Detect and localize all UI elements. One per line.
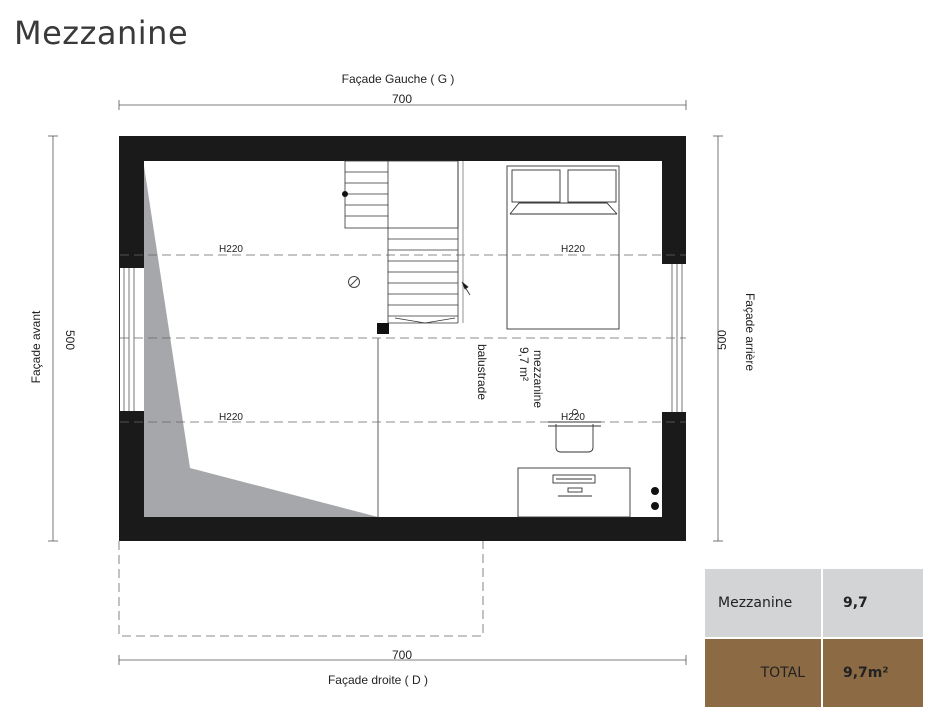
summary-total-value: 9,7m² bbox=[823, 639, 923, 707]
facade-bottom-label: Façade droite ( D ) bbox=[328, 673, 428, 687]
height-label: H220 bbox=[561, 244, 585, 255]
window-left bbox=[120, 268, 144, 411]
void-area bbox=[144, 166, 378, 517]
balustrade-label: balustrade bbox=[475, 344, 489, 400]
dimension-bottom bbox=[118, 655, 687, 665]
terrace-outline bbox=[118, 541, 484, 637]
desk-icon bbox=[517, 467, 631, 518]
dimension-right-label: 500 bbox=[715, 330, 729, 350]
dimension-bottom-label: 700 bbox=[392, 648, 412, 662]
bed-icon bbox=[506, 165, 620, 330]
summary-total-label: TOTAL bbox=[705, 639, 821, 707]
summary-room-value: 9,7 bbox=[823, 569, 923, 637]
area-summary-table: Mezzanine 9,7 TOTAL 9,7m² bbox=[705, 569, 923, 707]
dimension-right bbox=[713, 135, 723, 542]
dimension-left-label: 500 bbox=[63, 330, 77, 350]
room-name-label: mezzanine bbox=[531, 350, 545, 408]
facade-right-label: Façade arrière bbox=[743, 293, 757, 371]
stair-start-dot bbox=[342, 191, 348, 197]
summary-row-total: TOTAL 9,7m² bbox=[705, 639, 923, 707]
summary-room-label: Mezzanine bbox=[705, 569, 821, 637]
page-title: Mezzanine bbox=[14, 14, 189, 52]
outlet-dot-bottom bbox=[651, 502, 659, 510]
outlet-dot-top bbox=[651, 487, 659, 495]
dimension-top-label: 700 bbox=[392, 92, 412, 106]
height-label: H220 bbox=[561, 412, 585, 423]
summary-row-mezzanine: Mezzanine 9,7 bbox=[705, 569, 923, 637]
railing-post bbox=[377, 323, 389, 334]
pot-icon bbox=[548, 409, 601, 453]
no-access-icon bbox=[348, 276, 360, 288]
height-label: H220 bbox=[219, 244, 243, 255]
facade-left-label: Façade avant bbox=[29, 310, 43, 383]
staircase bbox=[344, 160, 464, 324]
balustrade-pointer bbox=[461, 281, 471, 296]
dimension-left bbox=[48, 135, 58, 542]
dimension-top bbox=[118, 100, 687, 110]
height-lines bbox=[120, 254, 686, 423]
height-label: H220 bbox=[219, 412, 243, 423]
room-area-label: 9,7 m² bbox=[517, 347, 531, 381]
facade-top-label: Façade Gauche ( G ) bbox=[342, 72, 455, 86]
